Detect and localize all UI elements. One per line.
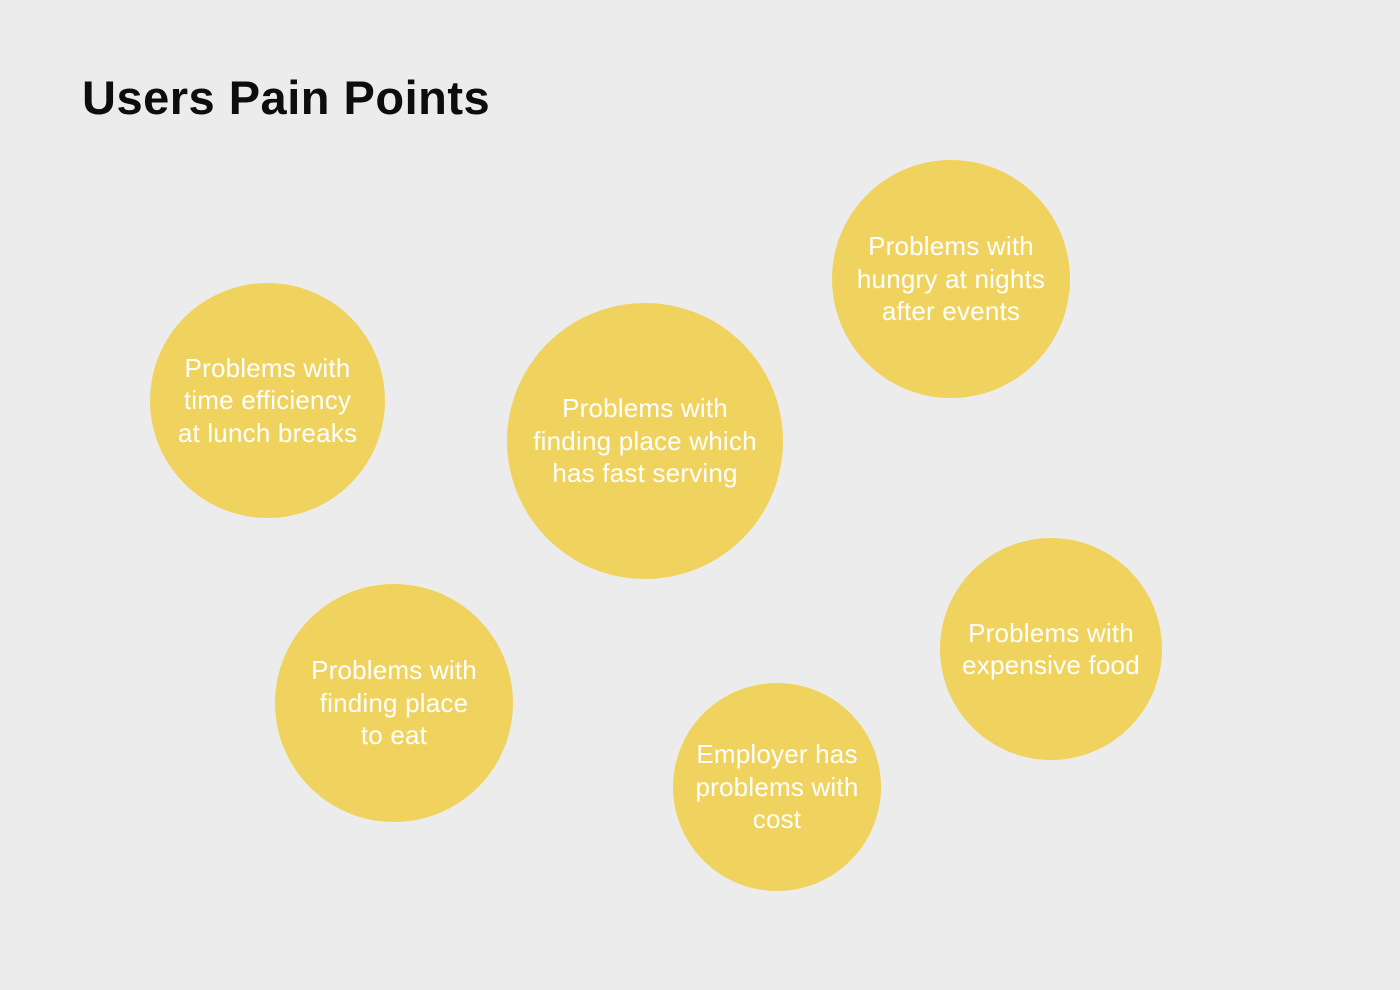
page-title: Users Pain Points (82, 71, 491, 124)
pain-point-place-to-eat: Problems with finding place to eat (275, 584, 513, 822)
pain-point-fast-serving: Problems with finding place which has fa… (507, 303, 783, 579)
pain-point-hungry-nights: Problems with hungry at nights after eve… (832, 160, 1070, 398)
pain-point-time-efficiency: Problems with time efficiency at lunch b… (150, 283, 385, 518)
pain-point-expensive-food: Problems with expensive food (940, 538, 1162, 760)
pain-point-employer-cost: Employer has problems with cost (673, 683, 881, 891)
